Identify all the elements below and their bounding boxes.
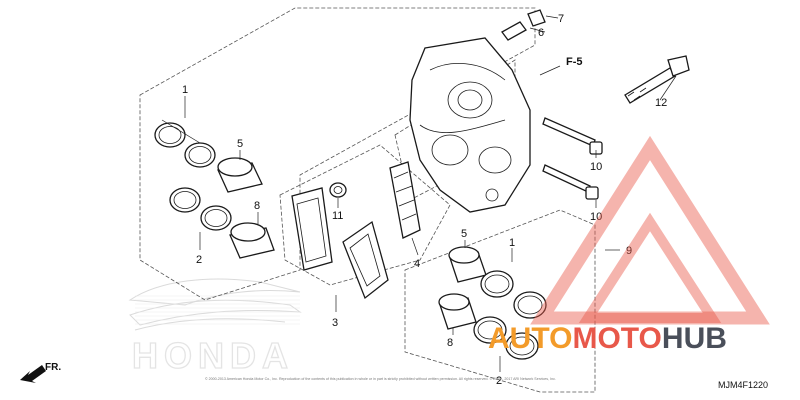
diagram-code: MJM4F1220 — [718, 380, 768, 390]
watermark-part-1: AUTO — [488, 322, 572, 355]
callout-8-left: 8 — [254, 200, 260, 212]
callout-10-upper: 10 — [590, 161, 602, 173]
callout-2-left: 2 — [196, 254, 202, 266]
callout-labels: 1 2 5 8 11 3 4 6 7 12 10 10 9 5 1 8 2 — [182, 13, 667, 387]
pad-spring — [389, 161, 421, 239]
front-arrow: FR. — [20, 362, 61, 383]
reference-f5: F-5 — [566, 56, 583, 68]
watermark-part-2: MOTO — [572, 322, 661, 355]
leader-lines — [161, 15, 677, 372]
left-piston-group — [217, 157, 275, 259]
watermark: AUTOMOTOHUB — [488, 135, 770, 355]
callout-8-right: 8 — [447, 337, 453, 349]
reference-label: F-5 — [566, 56, 583, 68]
honda-wing-logo: HONDA — [128, 278, 302, 377]
callout-11: 11 — [332, 210, 343, 222]
right-piston-group — [438, 246, 487, 330]
watermark-part-3: HUB — [662, 322, 727, 355]
watermark-text: AUTOMOTOHUB — [488, 322, 727, 355]
callout-6: 6 — [538, 27, 544, 39]
callout-9: 9 — [626, 245, 632, 257]
callout-1-left: 1 — [182, 84, 188, 96]
callout-1-right: 1 — [509, 237, 515, 249]
washer — [329, 182, 347, 198]
callout-7: 7 — [558, 13, 564, 25]
callout-2-right: 2 — [496, 375, 502, 387]
honda-logo-text: HONDA — [132, 335, 294, 376]
brake-pad-set — [291, 187, 389, 300]
callout-10-lower: 10 — [590, 211, 602, 223]
callout-3: 3 — [332, 317, 338, 329]
front-arrow-label: FR. — [45, 362, 61, 373]
caliper-body — [409, 37, 531, 213]
bleed-screw — [501, 9, 546, 41]
callout-5-right: 5 — [461, 228, 467, 240]
callout-4: 4 — [414, 258, 420, 270]
slide-pins — [542, 117, 603, 200]
mounting-bolt — [624, 55, 690, 104]
right-seal-group — [473, 270, 547, 360]
callout-12: 12 — [655, 97, 667, 109]
front-arrow-icon — [20, 365, 46, 383]
callout-5-left: 5 — [237, 138, 243, 150]
copyright-notice: © 2000-2013 American Honda Motor Co., In… — [205, 377, 556, 381]
watermark-triangle-icon — [530, 135, 770, 325]
